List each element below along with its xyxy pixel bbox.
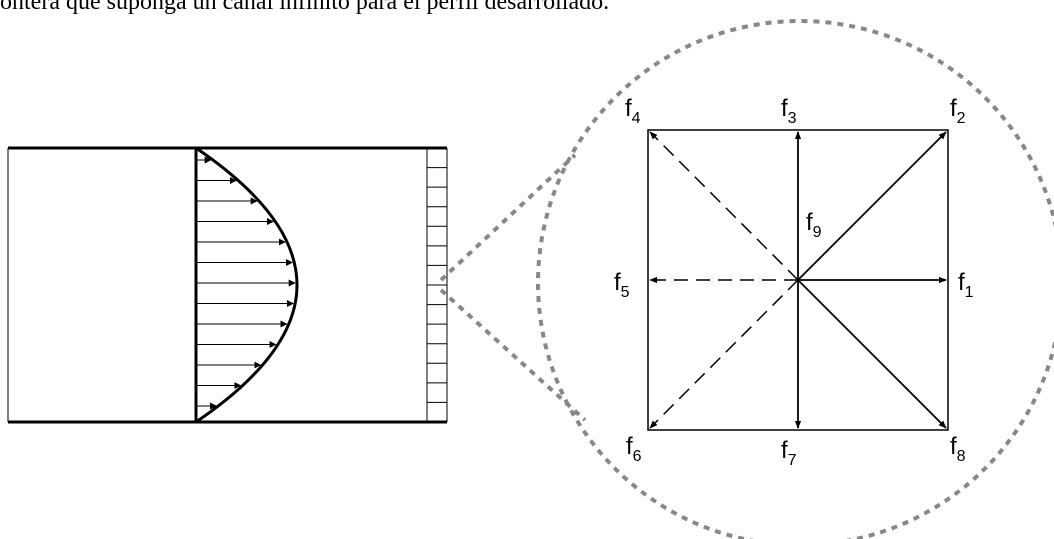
vector-f8: [797, 279, 947, 429]
vector-f4: [649, 131, 799, 281]
label-f4: f4: [625, 95, 641, 127]
label-f6: f6: [626, 433, 642, 465]
cell-square: [647, 129, 949, 431]
zoom-line-upper: [439, 153, 577, 282]
label-f1: f1: [958, 269, 974, 301]
lattice-cell: f1 f2 f3 f4 f5 f6 f7 f8 f9: [614, 95, 974, 469]
label-f8: f8: [950, 433, 966, 465]
label-f9: f9: [806, 209, 822, 241]
vector-f6: [649, 279, 799, 429]
channel: [7, 146, 447, 424]
label-f5: f5: [614, 269, 630, 301]
label-f7: f7: [781, 437, 797, 469]
zoom-line-lower: [439, 288, 587, 422]
parabola-curve: [195, 146, 299, 424]
grid-strip: [426, 148, 448, 422]
label-f2: f2: [950, 95, 966, 127]
velocity-profile: [195, 146, 299, 424]
vector-f2: [797, 131, 947, 281]
caption-text: ontera que suponga un canal infinito par…: [0, 0, 610, 15]
velocity-arrows: [196, 156, 296, 410]
zoom-lines: [439, 153, 587, 422]
label-f3: f3: [781, 95, 797, 127]
